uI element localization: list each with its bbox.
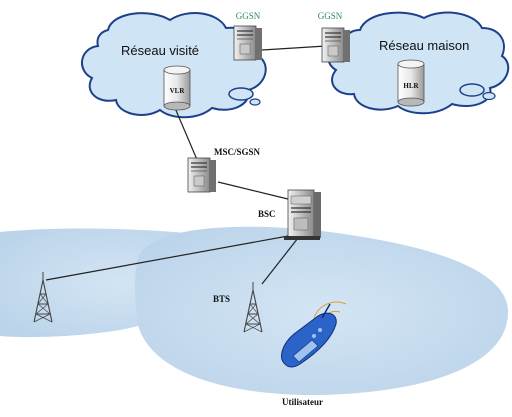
ggsn-right-server-icon: [321, 27, 351, 63]
coverage-area-right: [135, 226, 509, 396]
bsc-label: BSC: [258, 209, 276, 219]
ggsn-left-label: GGSN: [236, 11, 261, 21]
msc-sgsn-label: MSC/SGSN: [214, 147, 261, 157]
ggsn-right-label: GGSN: [318, 11, 343, 21]
link-bsc-bts: [261, 237, 299, 285]
bts-label: BTS: [213, 294, 230, 304]
visited-network-label: Réseau visité: [121, 43, 199, 58]
ggsn-left-server-icon: [233, 25, 263, 61]
hlr-label: HLR: [403, 82, 419, 90]
bsc-server-icon: [284, 189, 321, 240]
link-msc-bsc: [217, 181, 293, 201]
home-network-label: Réseau maison: [379, 38, 469, 53]
hlr-database-icon: [397, 59, 425, 107]
mobile-phone-icon: [281, 303, 337, 368]
vlr-label: VLR: [170, 87, 186, 95]
visited-network-cloud: [81, 12, 267, 119]
vlr-database-icon: [163, 65, 191, 111]
link-bsc-bts-left: [45, 235, 289, 281]
link-ggsn-ggsn: [261, 45, 327, 51]
link-vlr-msc: [174, 107, 199, 163]
links: [45, 45, 327, 285]
user-label: Utilisateur: [282, 397, 323, 407]
msc-sgsn-server-icon: [187, 157, 217, 193]
